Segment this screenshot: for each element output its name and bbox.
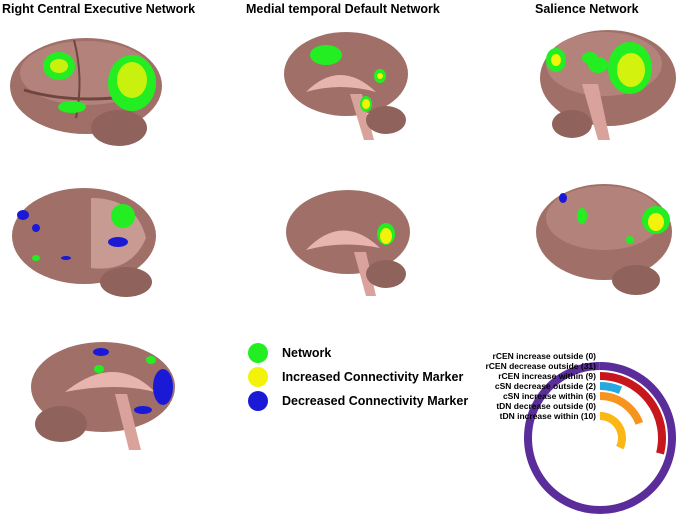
- ring-bar: [599, 392, 644, 425]
- legend-label: Network: [282, 346, 332, 360]
- yellow-dot-icon: [248, 367, 268, 387]
- green-dot-icon: [248, 343, 268, 363]
- legend-label: Increased Connectivity Marker: [282, 370, 464, 384]
- legend-item-network: Network: [248, 342, 468, 364]
- blue-dot-icon: [248, 391, 268, 411]
- brain-sn-lateral-2: [536, 184, 672, 295]
- ring-bar: [599, 382, 623, 394]
- ring-bar: [599, 372, 666, 455]
- legend-item-decreased: Decreased Connectivity Marker: [248, 390, 468, 412]
- ring-label: tDN decrease outside (0): [496, 401, 596, 411]
- legend-item-increased: Increased Connectivity Marker: [248, 366, 468, 388]
- brain-sn-lateral: [540, 30, 676, 140]
- ring-label: cSN increase within (6): [503, 391, 596, 401]
- brain-dmn-medial-2: [286, 190, 410, 296]
- ring-label: rCEN decrease outside (31): [485, 361, 596, 371]
- title-sn: Salience Network: [535, 2, 639, 16]
- ring-label: tDN increase within (10): [500, 411, 597, 421]
- ring-label: rCEN increase outside (0): [493, 351, 597, 361]
- radial-bar-chart: rCEN increase outside (0)rCEN decrease o…: [485, 351, 676, 514]
- legend-label: Decreased Connectivity Marker: [282, 394, 469, 408]
- ring-label: cSN decrease outside (2): [495, 381, 596, 391]
- legend: Network Increased Connectivity Marker De…: [248, 342, 468, 414]
- brain-rcen-medial: [31, 342, 175, 450]
- title-rcen: Right Central Executive Network: [2, 2, 196, 16]
- ring-bar: [599, 412, 626, 450]
- title-dmn: Medial temporal Default Network: [246, 2, 440, 16]
- ring-bar: [523, 362, 676, 514]
- brain-dmn-medial: [284, 32, 408, 140]
- brain-rcen-lateral: [10, 38, 162, 146]
- brain-rcen-lateral-decrease: [12, 188, 156, 297]
- ring-label: rCEN increase within (9): [498, 371, 596, 381]
